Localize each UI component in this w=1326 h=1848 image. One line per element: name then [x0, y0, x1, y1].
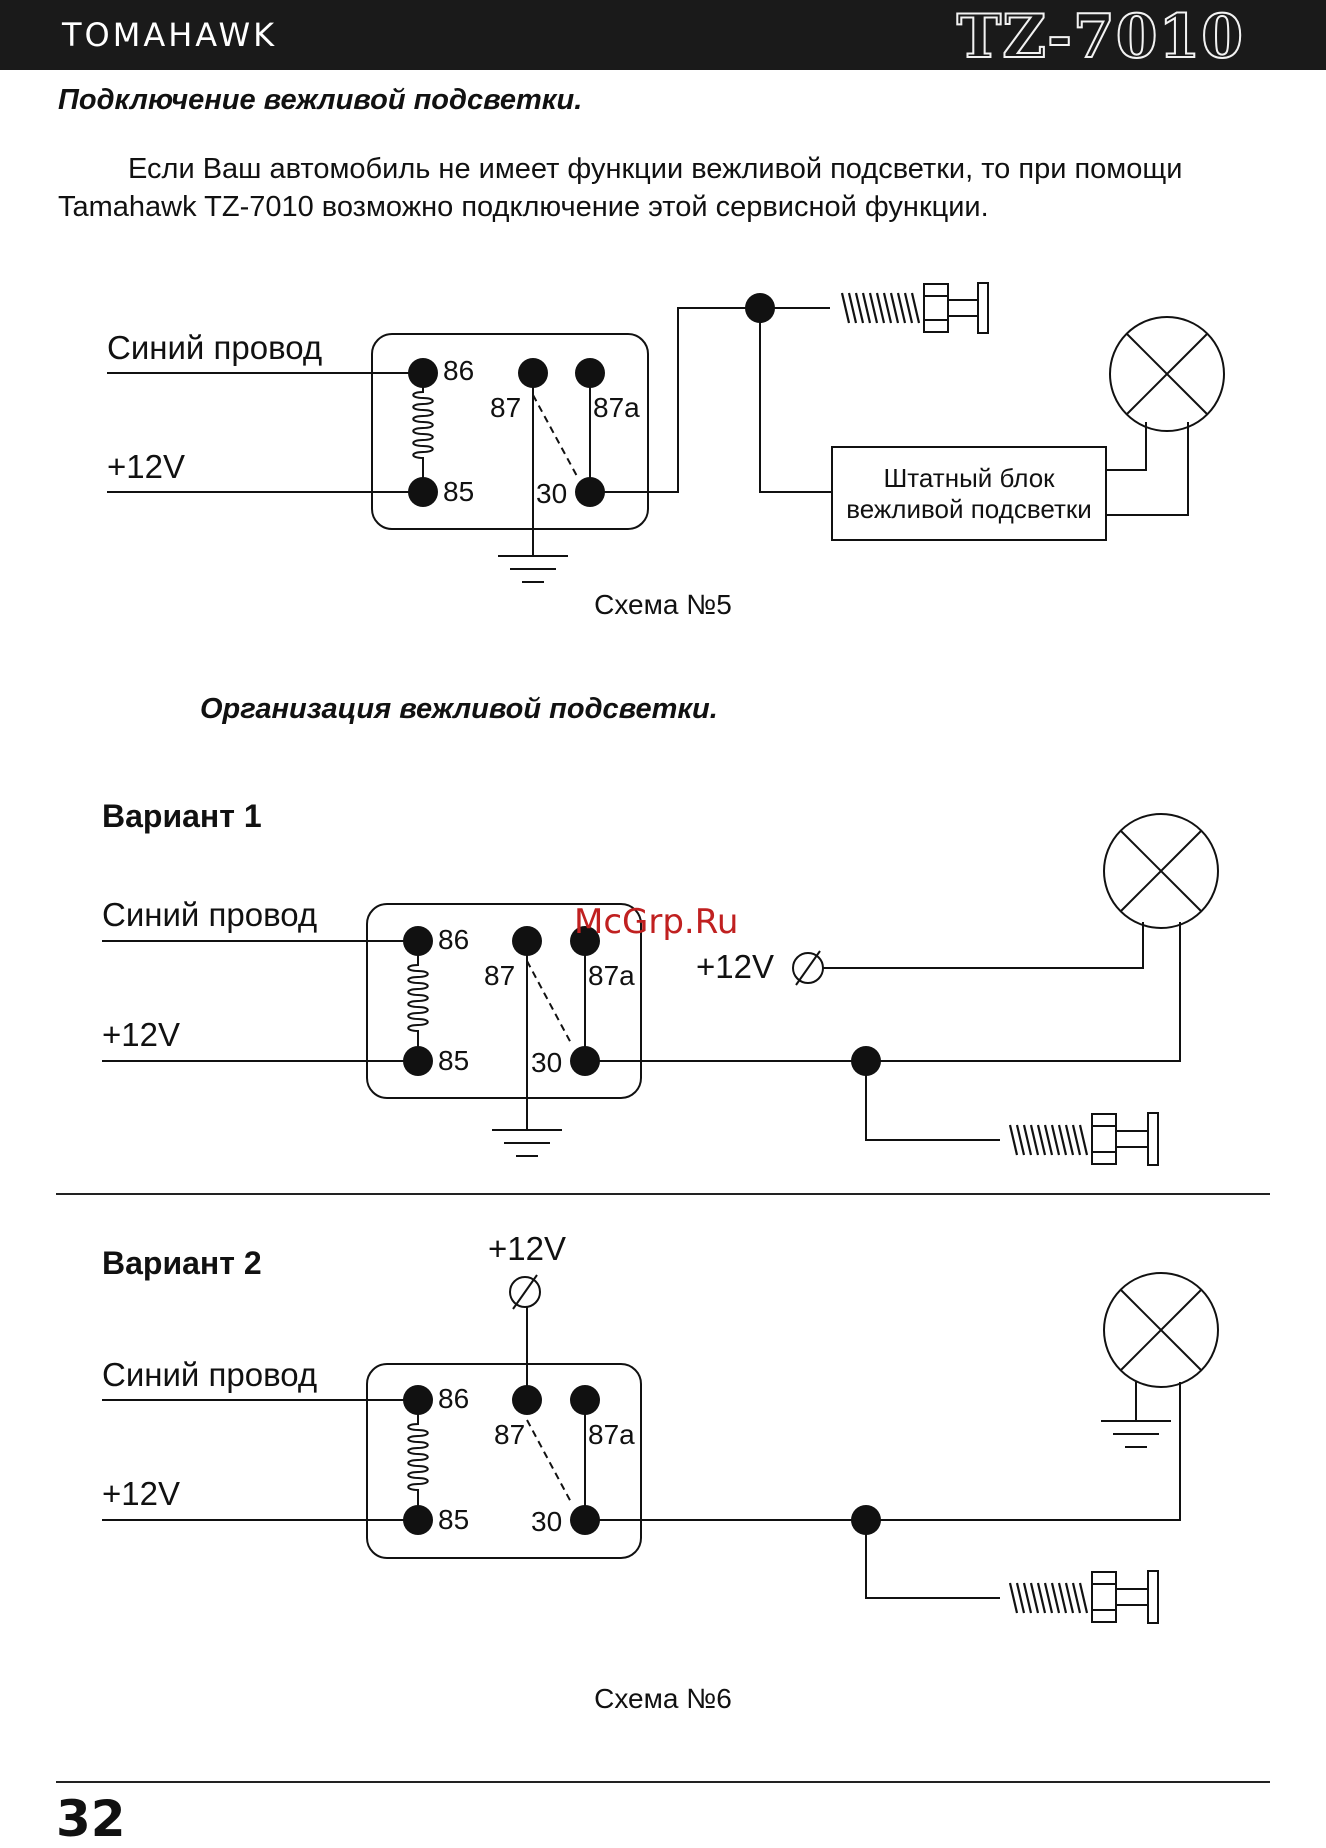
pin-87a-label: 87a: [588, 960, 635, 991]
label-plus12v: +12V: [102, 1016, 180, 1053]
divider: [56, 1193, 1270, 1195]
pin-30-label: 30: [531, 1506, 562, 1537]
scheme-5-caption: Схема №5: [594, 589, 732, 620]
pin-87-label: 87: [494, 1419, 525, 1450]
model-title: TZ-7010: [956, 1, 1244, 73]
section-title-connection: Подключение вежливой подсветки.: [58, 84, 583, 116]
pin-87-label: 87: [484, 960, 515, 991]
footer-divider: [56, 1781, 1270, 1783]
label-blue-wire: Синий провод: [102, 1356, 317, 1393]
pin-85-label: 85: [443, 476, 474, 507]
variant-1-title: Вариант 1: [102, 798, 262, 834]
header-bar: [0, 0, 1326, 70]
watermark: McGrp.Ru: [574, 902, 739, 942]
intro-line-1: Если Ваш автомобиль не имеет функции веж…: [128, 153, 1183, 185]
label-blue-wire: Синий провод: [102, 896, 317, 933]
pin-30-label: 30: [536, 478, 567, 509]
brand-logo: TOMAHAWK: [62, 16, 278, 54]
pin-86-label: 86: [438, 1383, 469, 1414]
intro-paragraph: Если Ваш автомобиль не имеет функции веж…: [58, 150, 1278, 226]
pin-87a-label: 87a: [593, 392, 640, 423]
pin-87-label: 87: [490, 392, 521, 423]
scheme-6-caption: Схема №6: [594, 1683, 732, 1714]
pin-86-label: 86: [443, 355, 474, 386]
block-label-line-1: Штатный блок: [883, 463, 1055, 493]
label-plus12v-supply: +12V: [488, 1230, 566, 1267]
intro-line-2: Tamahawk TZ-7010 возможно подключение эт…: [58, 191, 989, 223]
page-number: 32: [56, 1790, 126, 1848]
pin-85-label: 85: [438, 1045, 469, 1076]
pin-87a-label: 87a: [588, 1419, 635, 1450]
label-blue-wire: Синий провод: [107, 329, 322, 366]
section-title-organization: Организация вежливой подсветки.: [200, 693, 718, 725]
label-plus12v-supply: +12V: [696, 948, 774, 985]
label-plus12v: +12V: [102, 1475, 180, 1512]
pin-85-label: 85: [438, 1504, 469, 1535]
label-plus12v: +12V: [107, 448, 185, 485]
pin-86-label: 86: [438, 924, 469, 955]
pin-30-label: 30: [531, 1047, 562, 1078]
variant-2-title: Вариант 2: [102, 1245, 262, 1281]
block-label-line-2: вежливой подсветки: [846, 494, 1092, 524]
